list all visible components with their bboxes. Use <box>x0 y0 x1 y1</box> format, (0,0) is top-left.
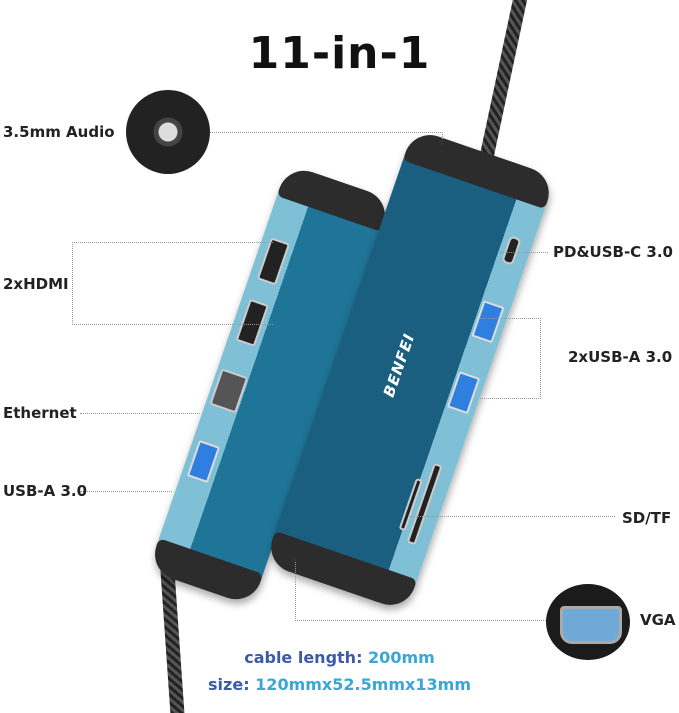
label-usb-a-right: 2xUSB-A 3.0 <box>568 348 673 366</box>
title: 11-in-1 <box>248 28 431 79</box>
hub-left-cap-top <box>276 163 393 232</box>
usb-a-port-left <box>186 439 221 484</box>
vga-port-closeup <box>546 584 630 660</box>
label-hdmi: 2xHDMI <box>3 275 69 293</box>
leader-sd <box>410 516 615 517</box>
cable-length-value: 200mm <box>368 648 435 667</box>
usb-a-port-right-2 <box>446 371 481 415</box>
vga-connector <box>560 606 622 644</box>
label-audio: 3.5mm Audio <box>3 123 115 141</box>
size-value: 120mmx52.5mmx13mm <box>255 675 471 694</box>
ethernet-port <box>209 368 249 414</box>
usb-c-port <box>501 235 522 266</box>
leader-usb-right <box>480 318 541 399</box>
cable-top <box>479 0 529 160</box>
label-usb-a-left: USB-A 3.0 <box>3 482 88 500</box>
cable-length-label: cable length: <box>244 648 363 667</box>
leader-hdmi <box>72 242 273 325</box>
pin-audio <box>439 140 444 145</box>
size-label: size: <box>208 675 250 694</box>
leader-vga <box>295 560 546 621</box>
label-sd-tf: SD/TF <box>622 509 672 527</box>
spec-cable-length: cable length: 200mm <box>0 648 679 667</box>
label-ethernet: Ethernet <box>3 404 77 422</box>
audio-jack-closeup <box>126 90 210 174</box>
label-pd-usbc: PD&USB-C 3.0 <box>553 243 673 261</box>
leader-audio <box>210 132 443 143</box>
pin-vga <box>292 557 297 562</box>
brand-logo: BENFEI <box>379 330 419 400</box>
label-vga: VGA <box>640 611 676 629</box>
spec-size: size: 120mmx52.5mmx13mm <box>0 675 679 694</box>
leader-pd <box>500 252 548 253</box>
leader-usb-left <box>80 491 172 492</box>
leader-ethernet <box>80 413 200 414</box>
